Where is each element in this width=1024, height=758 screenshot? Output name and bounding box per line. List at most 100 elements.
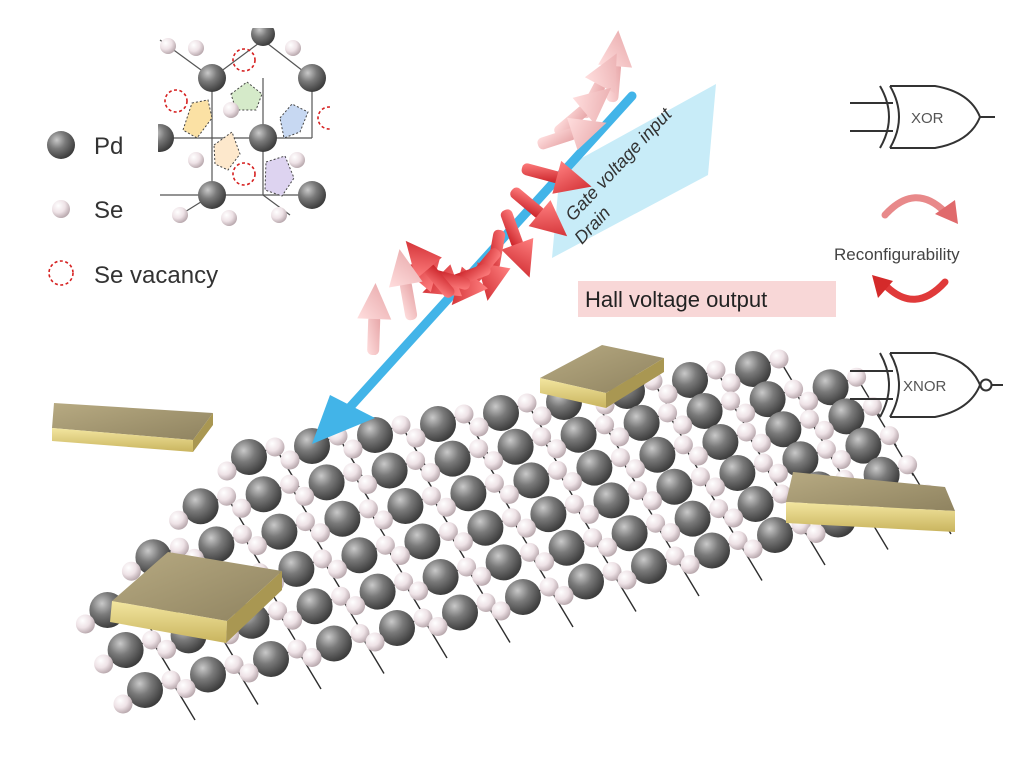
se-atom xyxy=(721,391,741,411)
se-atom xyxy=(562,472,582,492)
se-atom xyxy=(142,630,162,650)
hall-label-bg xyxy=(578,281,836,317)
pd-atom xyxy=(560,416,597,453)
pd-atom xyxy=(324,500,361,537)
se-atom xyxy=(610,427,630,447)
hall-label: Hall voltage output xyxy=(585,287,767,312)
se-atom xyxy=(121,561,141,581)
se-atom xyxy=(610,448,630,468)
se-atom xyxy=(814,420,834,440)
pd-atom xyxy=(845,427,882,464)
se-atom xyxy=(413,608,433,628)
se-atom xyxy=(879,426,899,446)
reconfig-label: Reconfigurability xyxy=(834,245,960,264)
pd-atom xyxy=(485,544,522,581)
se-atom xyxy=(661,523,681,543)
pd-atom xyxy=(341,537,378,574)
pd-atom xyxy=(296,588,333,625)
se-atom xyxy=(501,508,521,528)
se-atom xyxy=(539,577,559,597)
pd-atom xyxy=(513,462,550,499)
hall-voltage-output: Hall voltage output xyxy=(578,281,836,317)
pd-atom xyxy=(548,529,585,566)
pd-atom xyxy=(631,548,667,584)
spin-arrow-icon xyxy=(405,240,455,298)
se-atom xyxy=(247,536,267,556)
pd-atom xyxy=(420,406,456,442)
pd-atom xyxy=(379,610,415,646)
se-atom xyxy=(705,477,725,497)
pd-atom xyxy=(623,404,660,441)
se-atom xyxy=(532,427,552,447)
se-atom xyxy=(469,417,489,437)
se-atom xyxy=(373,510,393,530)
se-atom xyxy=(394,572,414,592)
pd-atom xyxy=(611,515,648,552)
se-atom xyxy=(232,498,252,518)
se-atom xyxy=(295,486,315,506)
pd-atom xyxy=(686,393,723,429)
pd-atom xyxy=(316,625,352,662)
se-atom xyxy=(295,512,315,532)
pd-atom xyxy=(765,411,802,448)
se-atom xyxy=(499,484,519,504)
legend-item-se: Se xyxy=(52,197,123,224)
se-atom xyxy=(728,531,748,550)
se-atom xyxy=(224,655,244,674)
electrode-top-right xyxy=(540,345,664,408)
se-atom xyxy=(753,453,773,473)
pd-atom xyxy=(483,395,519,431)
se-atom xyxy=(847,367,867,387)
se-atom xyxy=(484,473,504,493)
pd-atom xyxy=(576,449,613,486)
pd-atom xyxy=(812,369,849,406)
pdse2-lattice xyxy=(75,349,952,721)
spin-arrow-icon xyxy=(389,249,423,321)
se-atom xyxy=(343,439,363,459)
pd-atom xyxy=(387,488,424,524)
se-atom xyxy=(799,409,819,429)
se-atom xyxy=(457,557,477,577)
legend-item-pd: Pd xyxy=(47,131,123,160)
se-atom xyxy=(375,535,395,555)
se-atom xyxy=(217,486,237,506)
se-atom xyxy=(658,403,678,423)
spin-arrow-icon xyxy=(357,283,392,356)
se-atom xyxy=(491,601,511,621)
svg-text:Pd: Pd xyxy=(94,133,123,160)
legend-item-se-vacancy: Se vacancy xyxy=(48,260,218,289)
se-atom xyxy=(265,437,285,457)
se-atom xyxy=(806,524,826,543)
pd-atom xyxy=(530,496,567,533)
pd-atom xyxy=(702,424,739,460)
se-atom xyxy=(161,670,181,690)
pd-atom xyxy=(182,488,219,525)
se-atom xyxy=(365,632,385,652)
se-atom xyxy=(453,532,473,552)
se-atom xyxy=(743,539,763,559)
se-atom xyxy=(517,393,537,413)
se-atom xyxy=(232,524,252,544)
legend: Pd Se Se vacancy xyxy=(47,131,218,289)
se-atom xyxy=(157,639,177,659)
pd-atom xyxy=(127,672,163,708)
se-atom-icon xyxy=(52,200,70,218)
se-atom xyxy=(176,679,196,698)
xnor-label: XNOR xyxy=(903,378,947,395)
se-atom xyxy=(169,537,189,557)
pd-atom xyxy=(253,641,289,677)
se-atom xyxy=(217,461,237,481)
se-atom xyxy=(520,542,540,562)
se-atom xyxy=(736,403,756,423)
xnor-gate: XNOR xyxy=(850,352,1003,418)
se-atom xyxy=(751,433,771,453)
se-atom xyxy=(816,439,836,459)
pd-atom xyxy=(568,563,604,600)
se-atom xyxy=(476,593,496,612)
pd-atom xyxy=(505,579,541,615)
se-atom xyxy=(547,439,567,459)
se-atom xyxy=(768,463,788,483)
se-atom xyxy=(343,462,363,482)
pd-atom xyxy=(719,455,756,491)
beam-label-panel xyxy=(552,84,716,258)
